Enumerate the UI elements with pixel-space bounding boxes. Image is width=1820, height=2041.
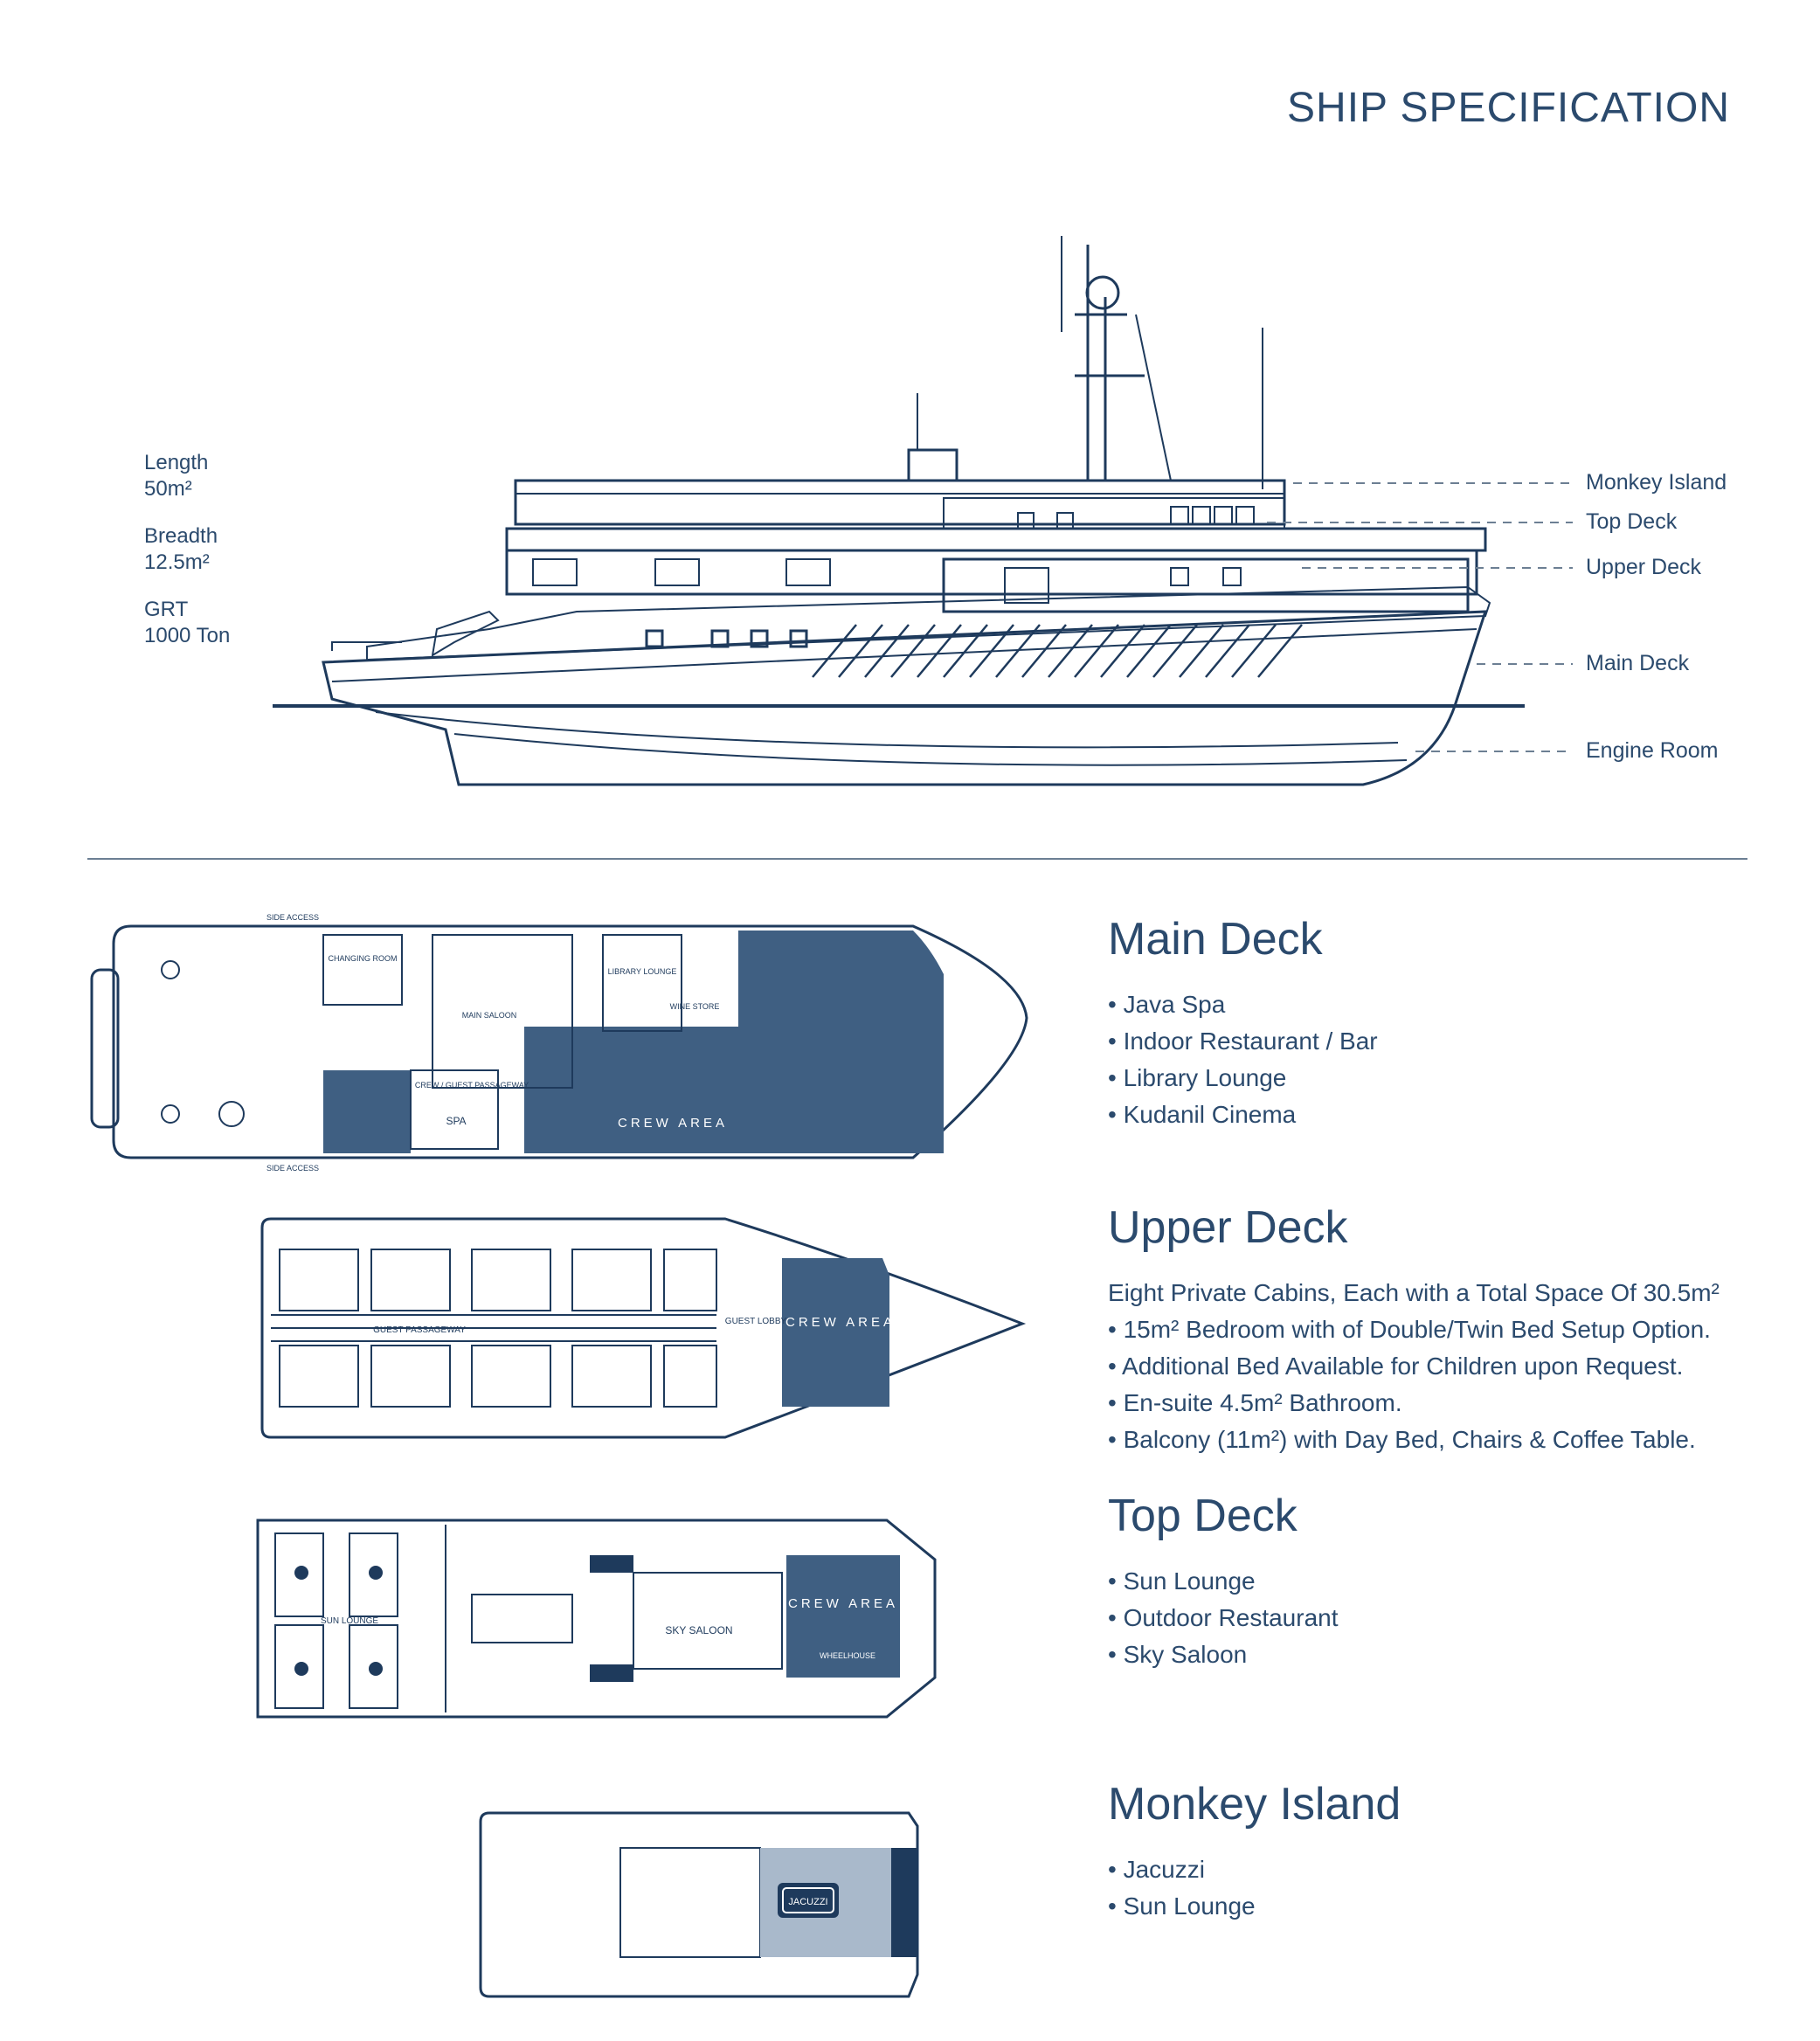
profile-label-engine-room: Engine Room <box>1586 738 1719 763</box>
list-item: • Sun Lounge <box>1108 1892 1256 1920</box>
section-upper-deck: Upper Deck Eight Private Cabins, Each wi… <box>1108 1201 1720 1458</box>
plan-label-main-saloon: MAIN SALOON <box>462 1011 517 1020</box>
list-item: • Sky Saloon <box>1108 1641 1248 1668</box>
profile-label-monkey-island: Monkey Island <box>1586 470 1727 495</box>
spec-label: Length <box>144 451 209 474</box>
spec-value: 1000 Ton <box>144 624 231 647</box>
section-title: Monkey Island <box>1108 1779 1401 1830</box>
profile-label-upper-deck: Upper Deck <box>1586 555 1701 579</box>
profile-label-main-deck: Main Deck <box>1586 651 1690 675</box>
plan-label-side-access: SIDE ACCESS <box>266 913 319 922</box>
section-title: Upper Deck <box>1108 1202 1348 1253</box>
plan-label-side-access: SIDE ACCESS <box>266 1164 319 1173</box>
plan-label-guest-passageway: GUEST PASSAGEWAY <box>373 1325 466 1335</box>
spec-value: 50m² <box>144 477 192 501</box>
spec-length: Length 50m² <box>144 450 230 502</box>
amenity-list: • Java Spa • Indoor Restaurant / Bar • L… <box>1108 986 1378 1133</box>
list-item: • Java Spa <box>1108 991 1226 1018</box>
profile-label-top-deck: Top Deck <box>1586 509 1678 534</box>
list-item: • Outdoor Restaurant <box>1108 1604 1339 1631</box>
amenity-list: • Sun Lounge • Outdoor Restaurant • Sky … <box>1108 1563 1339 1673</box>
section-top-deck: Top Deck • Sun Lounge • Outdoor Restaura… <box>1108 1490 1339 1673</box>
plan-label-guest-lobby: GUEST LOBBY <box>725 1317 787 1326</box>
ship-profile-drawing <box>273 236 1573 786</box>
plan-label-crew-area: CREW AREA <box>788 1596 898 1611</box>
section-divider <box>87 858 1747 860</box>
list-item: • Indoor Restaurant / Bar <box>1108 1027 1378 1055</box>
top-deck-plan: SUN LOUNGE SKY SALOON CREW AREA WHEELHOU… <box>256 1519 937 1719</box>
list-item: • Sun Lounge <box>1108 1567 1256 1595</box>
plan-label-changing-room: CHANGING ROOM <box>328 954 397 963</box>
upper-deck-plan: GUEST PASSAGEWAY GUEST LOBBY CREW AREA <box>260 1217 1027 1439</box>
plan-label-wine-store: WINE STORE <box>670 1002 720 1011</box>
section-main-deck: Main Deck • Java Spa • Indoor Restaurant… <box>1108 913 1378 1133</box>
plan-label-crew-area: CREW AREA <box>785 1315 896 1330</box>
list-item: • Jacuzzi <box>1108 1856 1205 1883</box>
plan-label-wheelhouse: WHEELHOUSE <box>820 1651 875 1660</box>
monkey-island-plan: JACUZZI <box>479 1811 919 1998</box>
plan-label-sky-saloon: SKY SALOON <box>665 1624 732 1636</box>
section-title: Main Deck <box>1108 914 1323 965</box>
plan-label-jacuzzi: JACUZZI <box>788 1897 827 1907</box>
list-item: • En-suite 4.5m² Bathroom. <box>1108 1389 1402 1416</box>
ship-specs: Length 50m² Breadth 12.5m² GRT 1000 Ton <box>144 450 230 670</box>
section-title: Top Deck <box>1108 1491 1298 1541</box>
list-item: • Balcony (11m²) with Day Bed, Chairs & … <box>1108 1426 1696 1453</box>
list-item: • Kudanil Cinema <box>1108 1101 1297 1128</box>
main-deck-plan: SIDE ACCESS SIDE ACCESS CHANGING ROOM MA… <box>90 913 1028 1173</box>
list-item: • 15m² Bedroom with of Double/Twin Bed S… <box>1108 1316 1711 1343</box>
plan-label-crew-area: CREW AREA <box>618 1116 728 1131</box>
list-item: • Additional Bed Available for Children … <box>1108 1353 1684 1380</box>
spec-breadth: Breadth 12.5m² <box>144 523 230 576</box>
spec-label: Breadth <box>144 524 218 548</box>
section-intro: Eight Private Cabins, Each with a Total … <box>1108 1279 1720 1306</box>
plan-label-crew-guest-passageway: CREW / GUEST PASSAGEWAY <box>415 1081 529 1090</box>
spec-label: GRT <box>144 598 189 621</box>
list-item: • Library Lounge <box>1108 1064 1287 1091</box>
plan-label-library-lounge: LIBRARY LOUNGE <box>608 967 677 976</box>
section-monkey-island: Monkey Island • Jacuzzi • Sun Lounge <box>1108 1778 1401 1925</box>
spec-grt: GRT 1000 Ton <box>144 597 230 649</box>
amenity-list: • 15m² Bedroom with of Double/Twin Bed S… <box>1108 1311 1720 1458</box>
amenity-list: • Jacuzzi • Sun Lounge <box>1108 1851 1401 1925</box>
spec-value: 12.5m² <box>144 550 210 574</box>
plan-label-sun-lounge: SUN LOUNGE <box>321 1616 378 1626</box>
plan-label-spa: SPA <box>446 1115 466 1127</box>
page-title: SHIP SPECIFICATION <box>1287 85 1730 131</box>
